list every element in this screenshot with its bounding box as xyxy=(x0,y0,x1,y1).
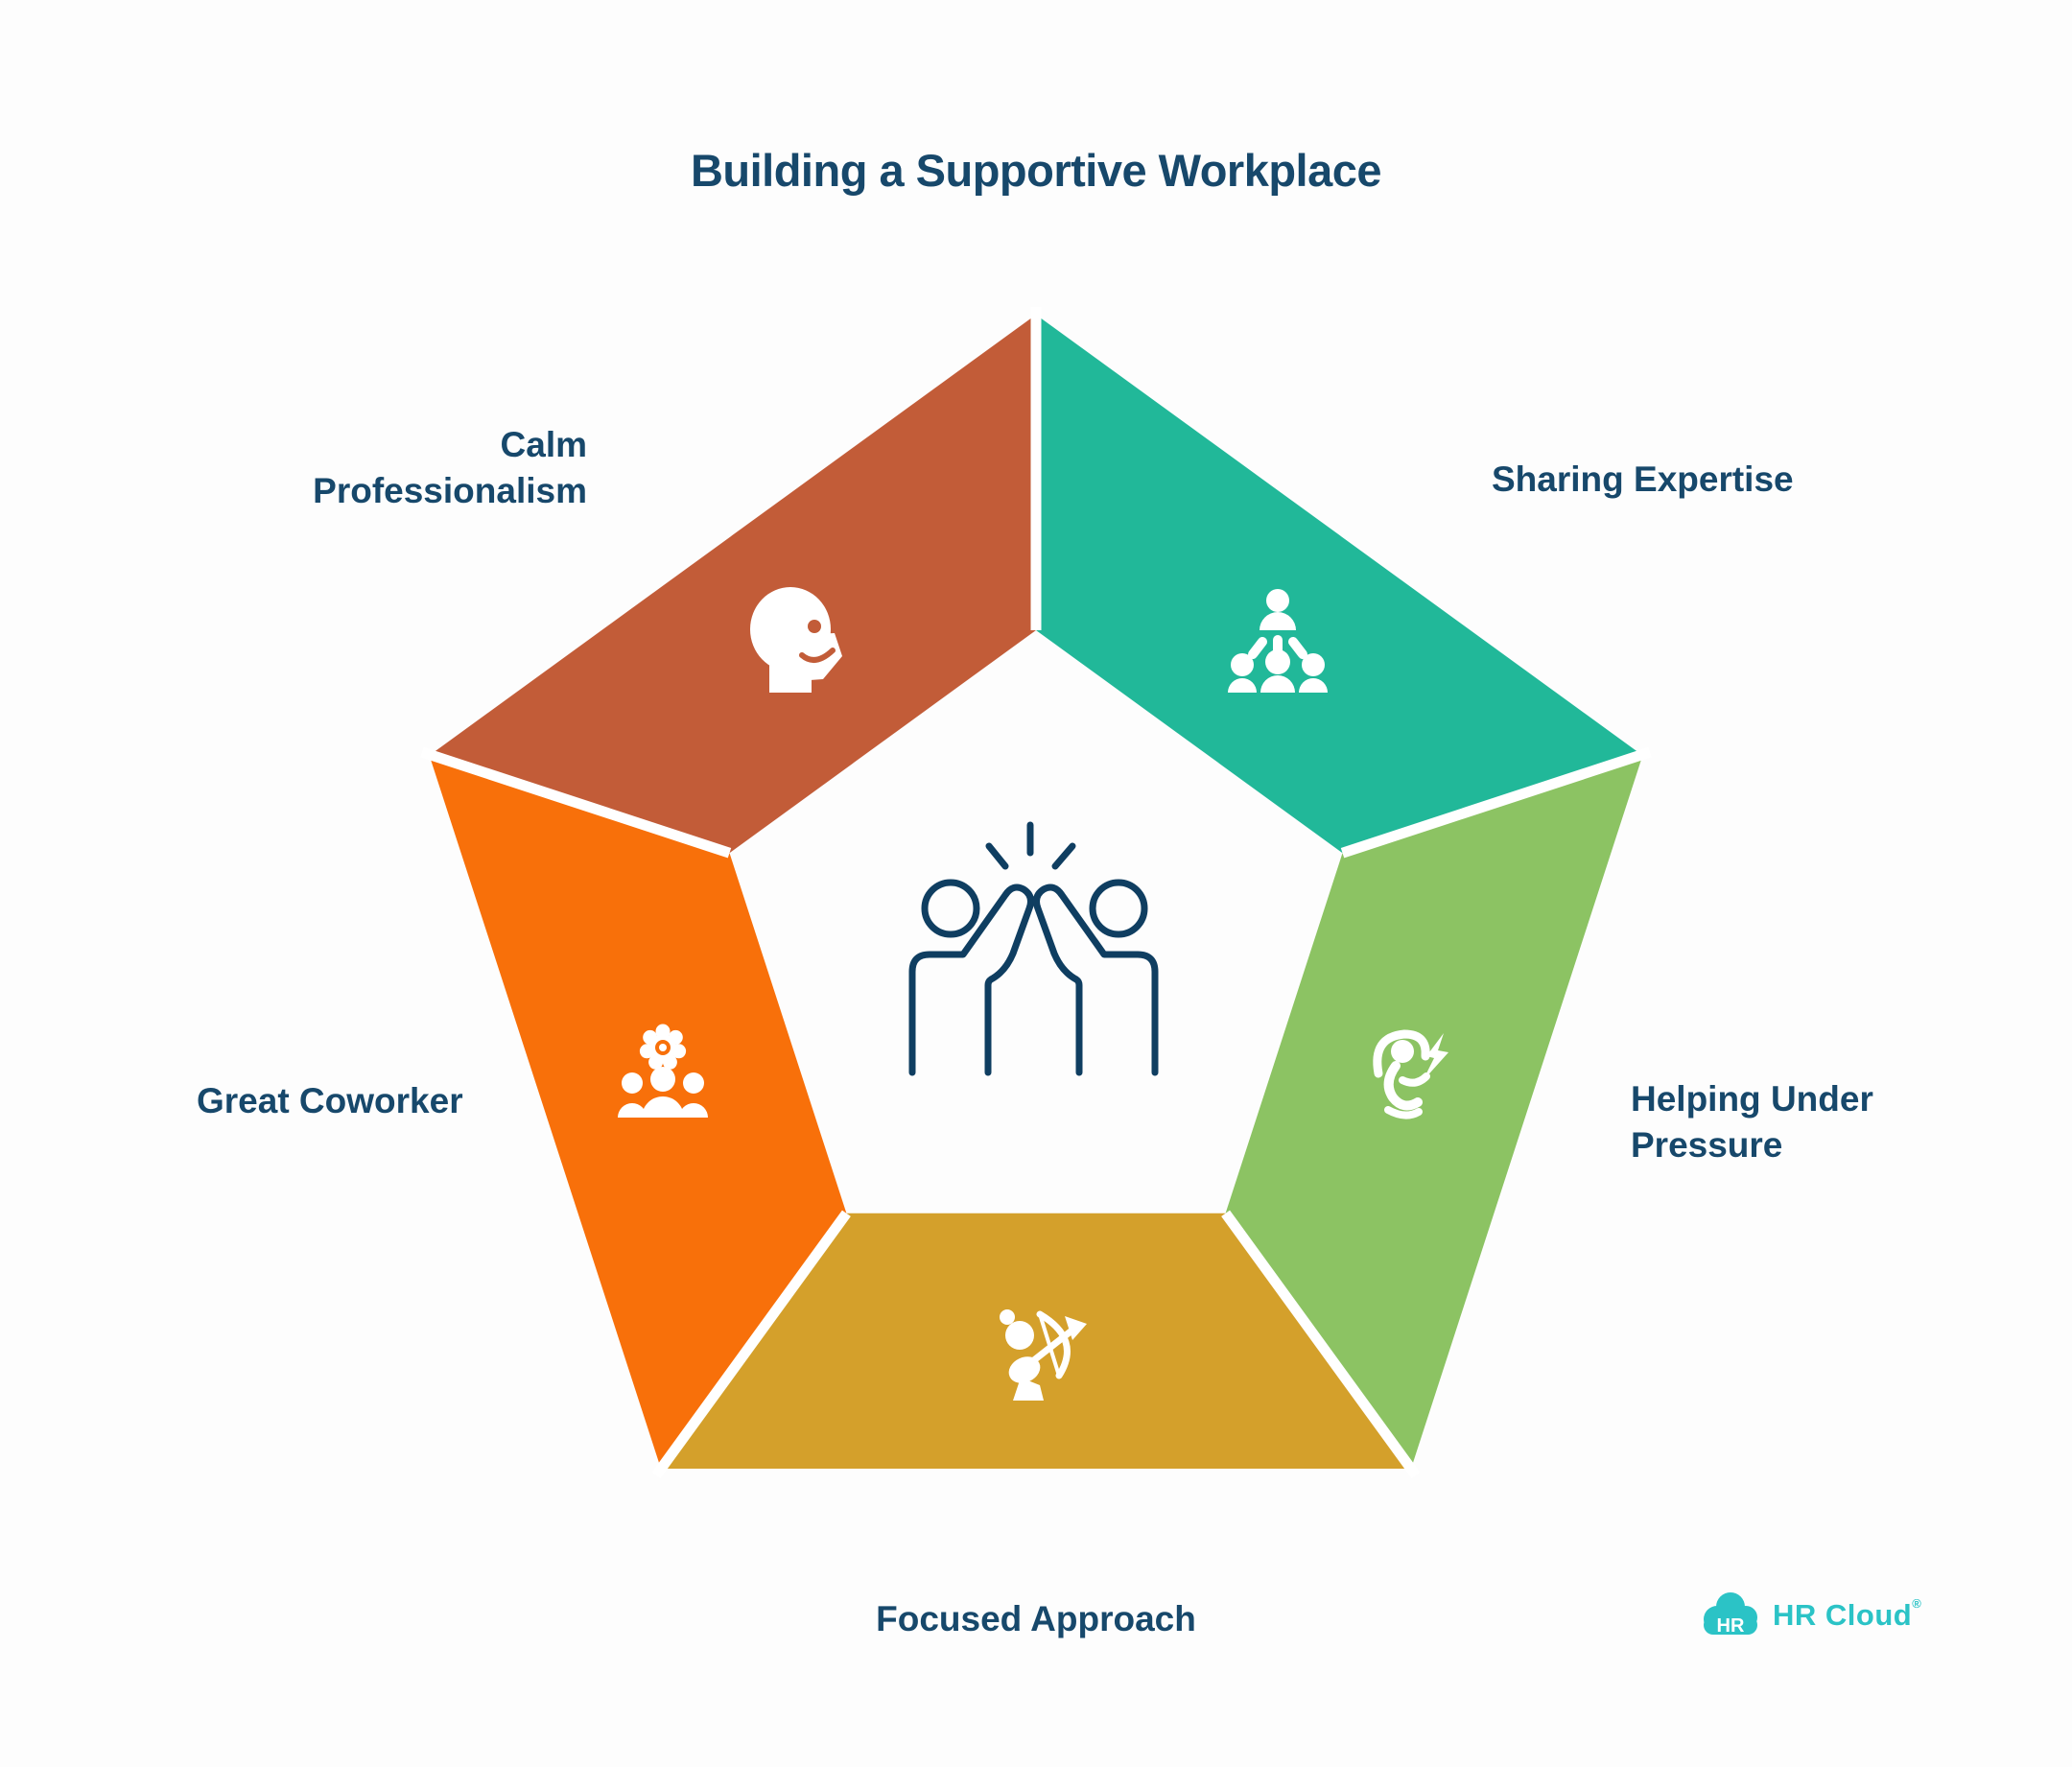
page-title: Building a Supportive Workplace xyxy=(690,145,1382,196)
team-gear-icon xyxy=(618,1024,708,1118)
brand-name: HR Cloud® xyxy=(1773,1596,1922,1632)
label-great-coworker: Great Coworker xyxy=(197,1081,463,1120)
registered-mark: ® xyxy=(1912,1596,1922,1611)
head-profile-icon xyxy=(750,587,842,693)
segment-helping-under-pressure xyxy=(1225,755,1643,1469)
segment-dividers xyxy=(420,307,1652,1479)
cloud-icon: HR xyxy=(1704,1592,1757,1637)
team-hierarchy-icon xyxy=(1228,589,1328,693)
label-helping-under-pressure: Helping Under Pressure xyxy=(1631,1079,1873,1165)
cloud-monogram: HR xyxy=(1717,1615,1745,1637)
label-focused-approach: Focused Approach xyxy=(876,1599,1196,1638)
high-five-icon xyxy=(908,821,1159,1076)
label-calm-professionalism: Calm Professionalism xyxy=(313,425,587,510)
hr-cloud-logo: HR HR Cloud® xyxy=(1700,1590,1921,1638)
segment-focused-approach xyxy=(661,1213,1411,1469)
archer-bow-arrow-icon xyxy=(1000,1309,1087,1401)
segment-calm-professionalism xyxy=(429,315,1037,854)
stressed-person-lightning-icon xyxy=(1373,1029,1448,1119)
label-sharing-expertise: Sharing Expertise xyxy=(1492,459,1794,499)
segment-sharing-expertise xyxy=(1036,315,1643,854)
